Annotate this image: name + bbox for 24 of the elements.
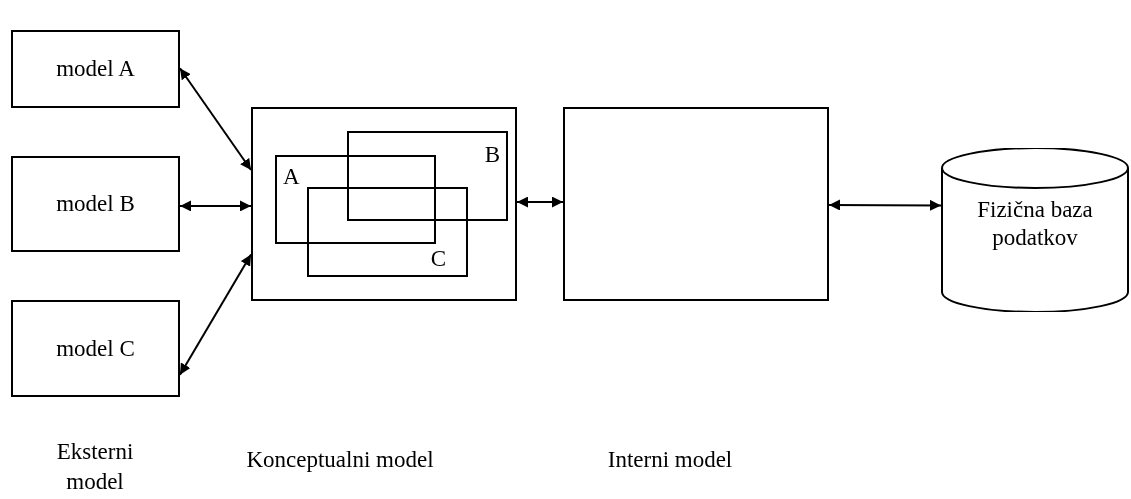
double-arrow xyxy=(516,196,564,208)
entity-letter: B xyxy=(484,141,500,169)
node-label: model B xyxy=(55,190,136,218)
entity-box xyxy=(347,131,508,221)
layer-caption: Konceptualni model xyxy=(245,446,435,474)
double-arrow xyxy=(179,67,252,172)
double-arrow xyxy=(179,253,252,376)
entity-box xyxy=(275,155,436,244)
entity-letter: A xyxy=(283,163,300,191)
layer-caption: Eksterni model xyxy=(55,438,135,496)
layer-caption: Interni model xyxy=(606,446,734,474)
node-label: model C xyxy=(55,334,136,363)
entity-box xyxy=(307,187,468,277)
double-arrow xyxy=(828,199,942,211)
double-arrow xyxy=(179,200,252,212)
model-box xyxy=(11,300,180,397)
model-box xyxy=(11,30,180,108)
entity-letter: C xyxy=(430,245,446,273)
database-cylinder xyxy=(941,148,1129,312)
node-label: model A xyxy=(55,55,136,83)
node-label: Fizična baza podatkov xyxy=(976,196,1094,252)
model-box xyxy=(563,107,829,301)
model-box xyxy=(251,107,517,301)
model-box xyxy=(11,156,180,252)
